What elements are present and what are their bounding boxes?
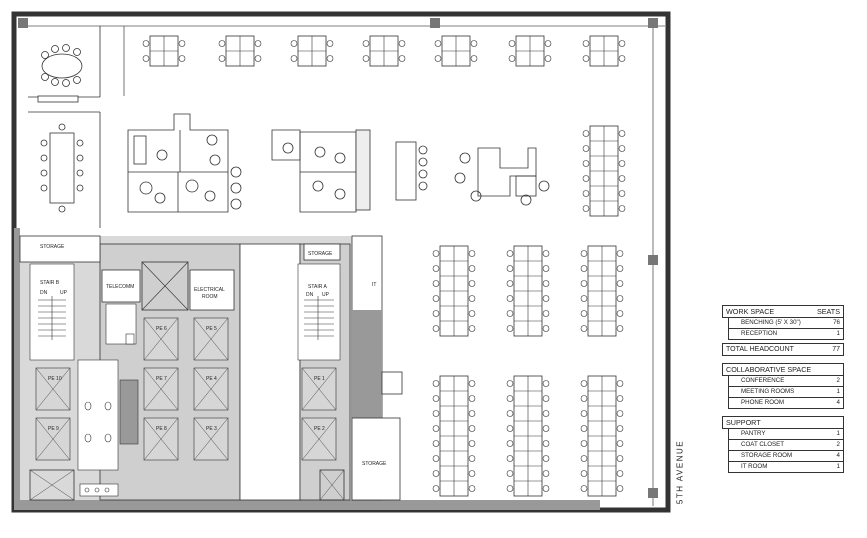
pantry [395, 141, 428, 201]
desk-cluster [506, 375, 550, 497]
label-storage-core: STORAGE [308, 251, 333, 257]
stair-a [297, 263, 341, 361]
legend-header: COLLABORATIVE SPACE [722, 363, 844, 376]
electrical-room [189, 269, 235, 311]
desk-cluster [508, 35, 552, 67]
elevator-label: PE 6 [156, 326, 167, 332]
desk-cluster [580, 245, 624, 337]
legend-row-label: MEETING ROOMS [741, 388, 795, 395]
conference-room-south [28, 111, 101, 228]
legend-row: RECEPTION 1 [728, 329, 844, 340]
elevator-labels: PE 6 PE 5 PE 7 PE 4 PE 8 PE 3 PE 10 PE 9… [48, 326, 325, 432]
label-electrical-2: ROOM [202, 294, 218, 300]
legend-row-label: IT ROOM [741, 463, 768, 470]
room-labels: STORAGE STORAGE STORAGE STAIR B DN UP ST… [40, 244, 387, 467]
street-name: 5TH AVENUE [675, 439, 685, 505]
elevator-label: PE 4 [206, 376, 217, 382]
desk-cluster [506, 245, 550, 337]
street-label: 5TH AVENUE [675, 432, 685, 512]
label-storage-west: STORAGE [40, 244, 65, 250]
desk-cluster [290, 35, 334, 67]
legend-header: SUPPORT [722, 416, 844, 429]
legend-row: PANTRY 1 [728, 429, 844, 440]
storage-room-core [303, 243, 341, 261]
legend-total-value: 77 [832, 346, 840, 353]
desk-cluster [362, 35, 406, 67]
desk-cluster [582, 35, 626, 67]
legend-row: STORAGE ROOM 4 [728, 451, 844, 462]
label-stair-b: STAIR B [40, 280, 60, 286]
desk-cluster [580, 375, 624, 497]
building-shell [11, 11, 671, 513]
desk-cluster [142, 35, 186, 67]
legend-row: PHONE ROOM 4 [728, 398, 844, 409]
legend-title: COLLABORATIVE SPACE [726, 365, 812, 374]
legend-row-value: 2 [836, 377, 840, 384]
telecomm-room [101, 269, 141, 303]
legend-total-label: TOTAL HEADCOUNT [726, 346, 794, 353]
legend-support: SUPPORT PANTRY 1 COAT CLOSET 2 STORAGE R… [722, 416, 844, 473]
label-telecomm: TELECOMM [106, 284, 134, 290]
elevator-label: PE 3 [206, 426, 217, 432]
label-it: IT [372, 282, 376, 288]
legend-row-value: 76 [833, 319, 840, 326]
legend-row: COAT CLOSET 2 [728, 440, 844, 451]
legend-row-label: COAT CLOSET [741, 441, 785, 448]
legend-collaborative-space: COLLABORATIVE SPACE CONFERENCE 2 MEETING… [722, 363, 844, 409]
legend-row-value: 4 [836, 452, 840, 459]
legend-row-value: 1 [836, 388, 840, 395]
restrooms [77, 359, 139, 497]
legend-total-row: TOTAL HEADCOUNT 77 [722, 343, 844, 356]
storage-room-south [351, 417, 401, 501]
elevator-label: PE 10 [48, 376, 62, 382]
legend-row-label: PANTRY [741, 430, 766, 437]
elevator-label: PE 5 [206, 326, 217, 332]
legend-row-value: 1 [836, 330, 840, 337]
legend-title: SUPPORT [726, 418, 761, 427]
legend-row-label: PHONE ROOM [741, 399, 784, 406]
legend-row: IT ROOM 1 [728, 462, 844, 473]
meeting-room [271, 129, 371, 213]
legend-row: BENCHING (5' X 30") 76 [728, 318, 844, 329]
legend-row-value: 4 [836, 399, 840, 406]
label-stair-b-up: UP [60, 290, 68, 296]
benching-desks [142, 35, 626, 497]
legend-work-space: WORK SPACE SEATS BENCHING (5' X 30") 76 … [722, 305, 844, 356]
label-stair-b-dn: DN [40, 290, 48, 296]
label-electrical-1: ELECTRICAL [194, 287, 225, 293]
conference-room-north [28, 26, 101, 103]
label-stair-a-dn: DN [306, 292, 314, 298]
legend-row: CONFERENCE 2 [728, 376, 844, 387]
elevator-label: PE 2 [314, 426, 325, 432]
reception-lounge [454, 147, 550, 206]
label-stair-a-up: UP [322, 292, 330, 298]
desk-cluster [218, 35, 262, 67]
phone-rooms [127, 113, 242, 213]
legend-row-label: BENCHING (5' X 30") [741, 319, 801, 326]
legend-row-value: 1 [836, 430, 840, 437]
label-stair-a: STAIR A [308, 284, 327, 290]
legend-row-value: 1 [836, 463, 840, 470]
legend-header: WORK SPACE SEATS [722, 305, 844, 318]
legend-row-label: STORAGE ROOM [741, 452, 793, 459]
desk-cluster [434, 35, 478, 67]
legend-row-label: RECEPTION [741, 330, 778, 337]
legend-row-value: 2 [836, 441, 840, 448]
desk-cluster [432, 245, 476, 337]
desk-cluster [582, 125, 626, 217]
elevator-label: PE 7 [156, 376, 167, 382]
legend-row-label: CONFERENCE [741, 377, 785, 384]
elevator-label: PE 9 [48, 426, 59, 432]
legend-column-header: SEATS [816, 307, 840, 316]
elevator-label: PE 8 [156, 426, 167, 432]
legend-title: WORK SPACE [726, 307, 775, 316]
label-storage-south: STORAGE [362, 461, 387, 467]
elevator-label: PE 1 [314, 376, 325, 382]
legend-row: MEETING ROOMS 1 [728, 387, 844, 398]
desk-cluster [432, 375, 476, 497]
stair-b [29, 263, 75, 361]
space-legend: WORK SPACE SEATS BENCHING (5' X 30") 76 … [722, 305, 844, 480]
